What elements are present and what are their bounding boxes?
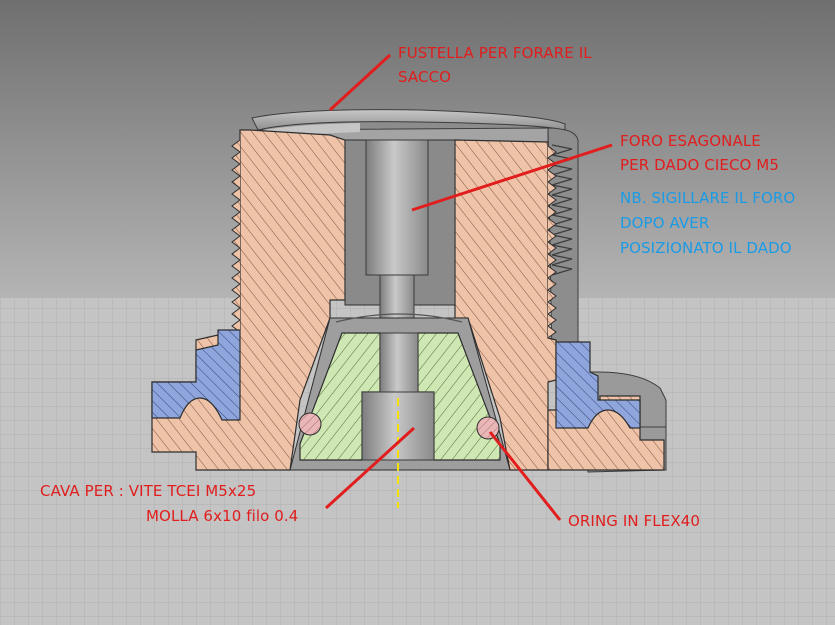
leader-fustella bbox=[328, 53, 392, 112]
ring-nut-left bbox=[151, 329, 241, 421]
label-fustella-line2: SACCO bbox=[398, 68, 452, 86]
thread-teeth-left bbox=[231, 139, 241, 333]
label-nota-line3: POSIZIONATO IL DADO bbox=[620, 239, 792, 257]
label-fustella-line1: FUSTELLA PER FORARE IL bbox=[398, 44, 592, 62]
screw-bore-upper bbox=[379, 274, 415, 321]
label-cava-line1: CAVA PER : VITE TCEI M5x25 bbox=[40, 482, 257, 500]
screw-shank bbox=[379, 332, 419, 393]
label-foro-line2: PER DADO CIECO M5 bbox=[620, 156, 779, 174]
oring-left bbox=[298, 412, 322, 436]
label-cava-line2: MOLLA 6x10 filo 0.4 bbox=[146, 507, 299, 525]
ring-nut-right bbox=[555, 341, 641, 429]
label-nota-line2: DOPO AVER bbox=[620, 214, 710, 232]
label-oring: ORING IN FLEX40 bbox=[568, 512, 701, 530]
label-nota-line1: NB. SIGILLARE IL FORO bbox=[620, 189, 796, 207]
leader-foro bbox=[411, 143, 613, 212]
label-foro-line1: FORO ESAGONALE bbox=[620, 132, 761, 150]
oring-right bbox=[476, 416, 500, 440]
leader-oring bbox=[488, 431, 562, 521]
leader-cava bbox=[324, 426, 416, 510]
